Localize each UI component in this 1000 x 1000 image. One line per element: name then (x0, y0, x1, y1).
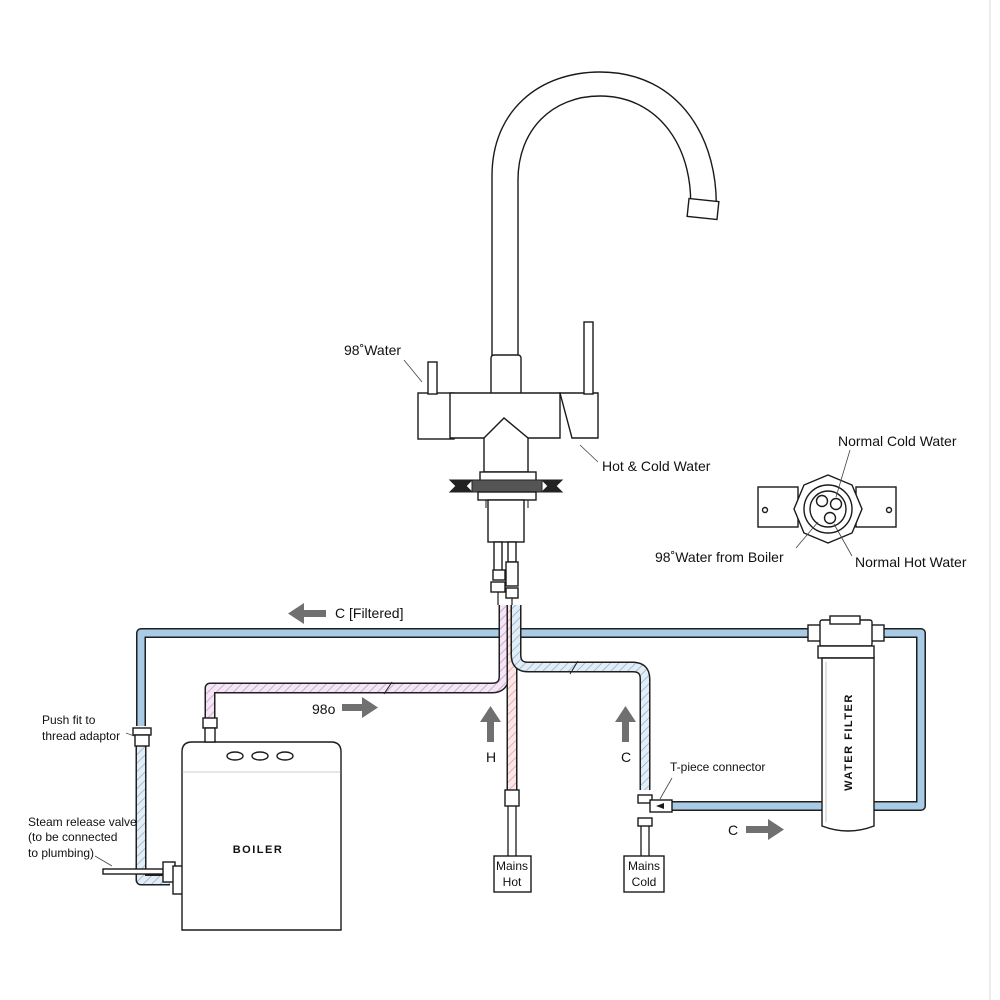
water-filter-label: WATER FILTER (843, 693, 855, 791)
mains-cold-fitting (637, 794, 653, 856)
water-filter (807, 615, 885, 832)
arrow-98 (342, 697, 378, 718)
boiler (181, 717, 342, 931)
filtered-cold-pipe (136, 628, 926, 811)
label-steam-2: (to be connected (28, 830, 117, 844)
hot-cold-leader (579, 444, 599, 463)
boiler-return-pipe (135, 745, 170, 886)
tap (417, 71, 720, 605)
steam-release-valve (94, 855, 184, 895)
label-h: H (486, 749, 496, 765)
t-piece-connector (649, 777, 673, 813)
label-c-right: C (728, 822, 738, 838)
arrow-c-filtered (288, 603, 326, 624)
label-push-fit-2: thread adaptor (42, 729, 120, 743)
mains-cold-box (623, 855, 665, 893)
spout-detail (757, 449, 897, 557)
label-push-fit-1: Push fit to (42, 713, 96, 727)
label-98-water-from-boiler: 98˚Water from Boiler (655, 549, 784, 565)
label-t-piece: T-piece connector (670, 760, 765, 774)
mains-hot-box (493, 855, 532, 893)
boiler-label: BOILER (233, 844, 284, 856)
label-c-filtered: C [Filtered] (335, 605, 403, 621)
mains-cold-label-2: Cold (632, 875, 657, 889)
label-98-water: 98˚Water (344, 342, 401, 358)
hot-98-pipe (204, 605, 510, 720)
label-c-up: C (621, 749, 631, 765)
label-normal-cold-water: Normal Cold Water (838, 433, 957, 449)
label-steam-1: Steam release valve (28, 815, 137, 829)
mains-hot-label-2: Hot (503, 875, 522, 889)
arrow-h (480, 706, 501, 742)
label-normal-hot-water: Normal Hot Water (855, 554, 967, 570)
arrow-c-right (746, 819, 784, 840)
push-fit-adaptor (125, 727, 152, 747)
mains-cold-pipe (510, 605, 651, 790)
mains-hot-label-1: Mains (496, 859, 528, 873)
arrow-c-up (615, 706, 636, 742)
label-steam-3: to plumbing) (28, 846, 94, 860)
mains-hot-fitting (504, 789, 520, 856)
label-98-temp: 98o (312, 701, 336, 717)
mains-cold-label-1: Mains (628, 859, 660, 873)
water-98-leader (403, 359, 423, 383)
label-hot-cold-water: Hot & Cold Water (602, 458, 711, 474)
